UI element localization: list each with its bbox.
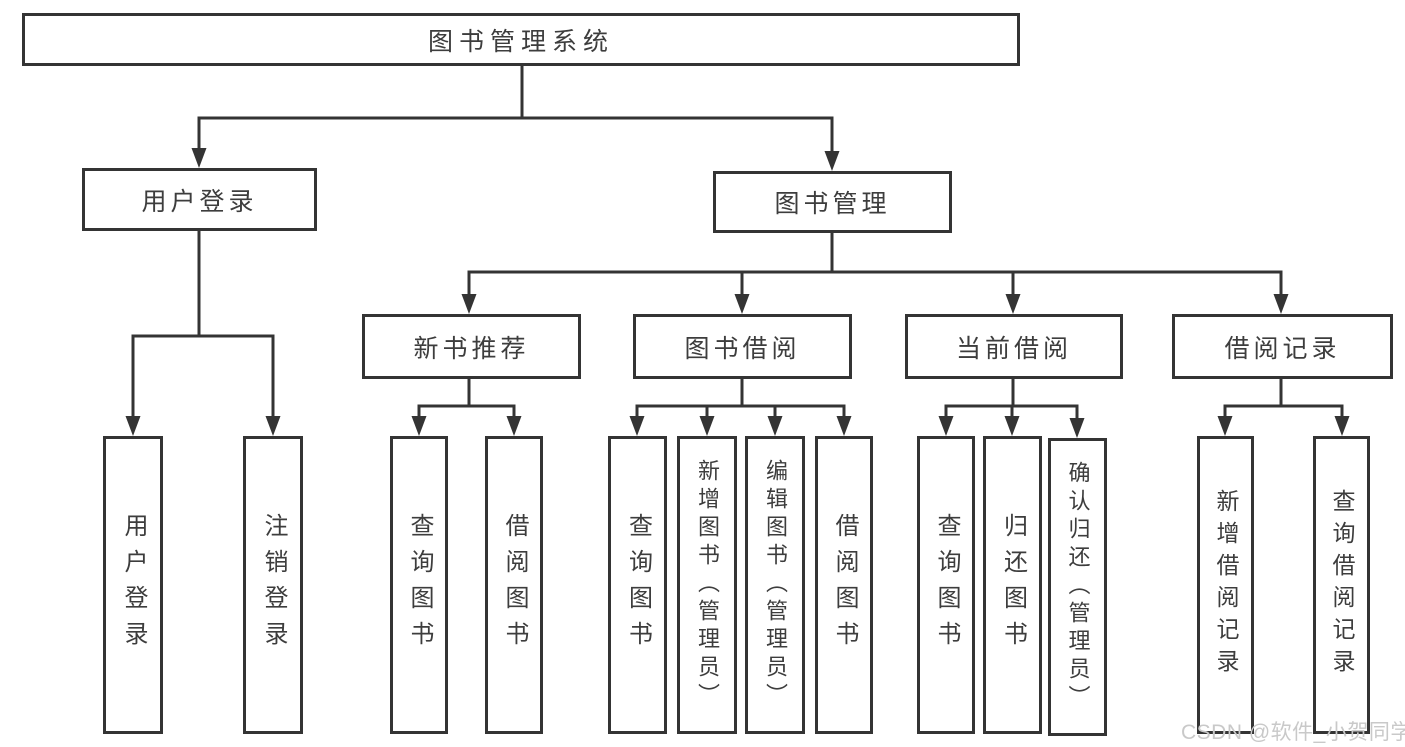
connector-arrowhead [1069, 418, 1085, 438]
node-borrow-records-label: 借阅记录 [1224, 334, 1341, 363]
connector-arrowhead [938, 416, 954, 436]
connector-arrowhead [125, 416, 141, 436]
connector-arrowhead [191, 148, 207, 168]
connector-arrowhead [734, 294, 750, 314]
node-borrow-records: 借阅记录 [1172, 314, 1393, 379]
leaf-confirm-return-admin-label: 确认归还（管理员） [1065, 461, 1091, 713]
node-new-book-recommend: 新书推荐 [362, 314, 581, 379]
node-book-borrow: 图书借阅 [633, 314, 852, 379]
connector-arrowhead [265, 416, 281, 436]
connector-arrowhead [1334, 416, 1350, 436]
leaf-query-borrow-record-label: 查询借阅记录 [1329, 489, 1355, 681]
leaf-confirm-return-admin: 确认归还（管理员） [1048, 438, 1107, 736]
leaf-logout: 注销登录 [243, 436, 303, 734]
leaf-borrow-query-books: 查询图书 [608, 436, 667, 734]
connector-arrowhead [1005, 294, 1021, 314]
connector-arrowhead [767, 416, 783, 436]
leaf-add-books-admin-label: 新增图书（管理员） [695, 459, 720, 711]
leaf-return-books-label: 归还图书 [999, 513, 1027, 657]
node-user-login-label: 用户登录 [141, 187, 258, 216]
leaf-user-login-label: 用户登录 [120, 513, 147, 657]
connector-arrowhead [1004, 416, 1020, 436]
node-current-borrow: 当前借阅 [905, 314, 1123, 379]
connector-arrowhead [461, 294, 477, 314]
leaf-user-login: 用户登录 [103, 436, 163, 734]
leaf-add-books-admin: 新增图书（管理员） [677, 436, 737, 734]
node-user-login: 用户登录 [82, 168, 317, 231]
leaf-current-query-books: 查询图书 [917, 436, 975, 734]
connector-arrowhead [506, 416, 522, 436]
leaf-add-borrow-record: 新增借阅记录 [1197, 436, 1254, 734]
connector-arrowhead [824, 151, 840, 171]
node-root: 图书管理系统 [22, 13, 1020, 66]
leaf-add-borrow-record-label: 新增借阅记录 [1213, 489, 1239, 681]
connector-arrowhead [699, 416, 715, 436]
node-current-borrow-label: 当前借阅 [955, 334, 1072, 363]
connector-arrowhead [1217, 416, 1233, 436]
leaf-recommend-query-books: 查询图书 [390, 436, 448, 734]
leaf-recommend-borrow-books: 借阅图书 [485, 436, 543, 734]
node-new-book-recommend-label: 新书推荐 [413, 334, 530, 363]
leaf-borrow-books: 借阅图书 [815, 436, 873, 734]
leaf-edit-books-admin-label: 编辑图书（管理员） [763, 459, 788, 711]
leaf-edit-books-admin: 编辑图书（管理员） [745, 436, 805, 734]
connector-arrowhead [411, 416, 427, 436]
node-root-label: 图书管理系统 [427, 27, 614, 56]
node-book-management-label: 图书管理 [774, 190, 891, 218]
connector-arrowhead [629, 416, 645, 436]
leaf-return-books: 归还图书 [983, 436, 1042, 734]
connector-arrowhead [1273, 294, 1289, 314]
leaf-current-query-books-label: 查询图书 [933, 513, 960, 657]
csdn-watermark: CSDN @软件_小贺同学 [1181, 721, 1405, 744]
leaf-query-borrow-record: 查询借阅记录 [1313, 436, 1370, 734]
connector-arrowhead [836, 416, 852, 436]
leaf-recommend-borrow-books-label: 借阅图书 [501, 513, 528, 657]
leaf-borrow-query-books-label: 查询图书 [624, 513, 652, 657]
node-book-borrow-label: 图书借阅 [684, 334, 801, 363]
leaf-logout-label: 注销登录 [260, 513, 287, 657]
node-book-management: 图书管理 [713, 171, 952, 233]
leaf-borrow-books-label: 借阅图书 [831, 513, 858, 657]
leaf-recommend-query-books-label: 查询图书 [406, 513, 433, 657]
